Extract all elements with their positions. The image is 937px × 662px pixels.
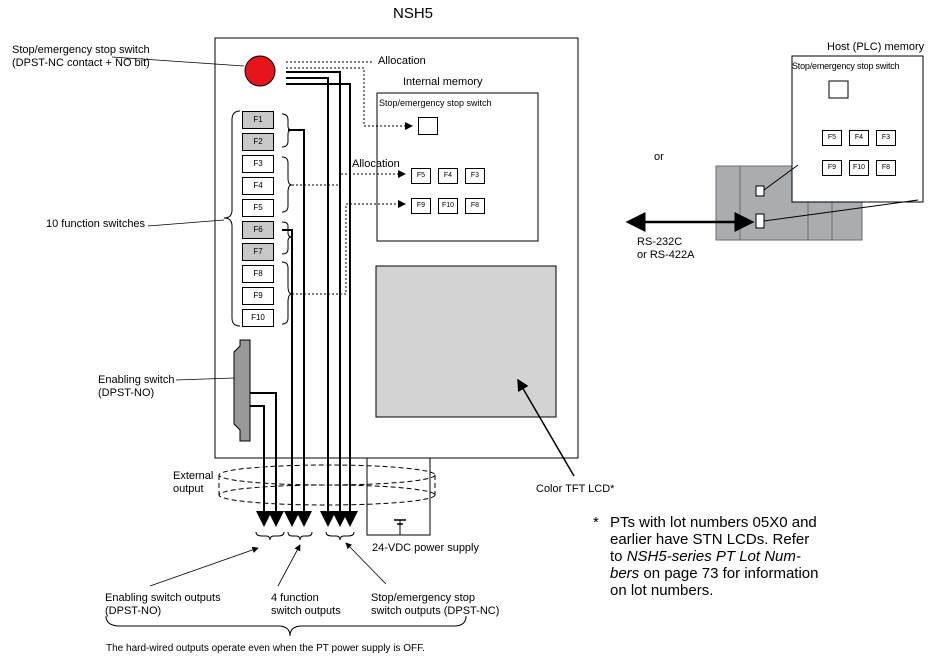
lcd-screen <box>375 265 557 418</box>
footer-note: The hard-wired outputs operate even when… <box>106 643 425 654</box>
enabling-switch-label-1: Enabling switch <box>98 374 175 386</box>
internal-memory-box <box>376 92 539 242</box>
internal-memory-title: Internal memory <box>403 76 483 88</box>
host-key-f5: F5 <box>822 130 842 146</box>
function-switches-label: 10 function switches <box>46 218 146 230</box>
external-output-label-1: External <box>173 470 214 482</box>
internal-key-f5: F5 <box>411 168 431 184</box>
enabling-switch-icon <box>233 339 251 442</box>
internal-key-f9: F9 <box>411 198 431 214</box>
comm-label-2: or RS-422A <box>637 249 695 261</box>
host-key-f4: F4 <box>849 130 869 146</box>
internal-key-f3: F3 <box>465 168 485 184</box>
stop-button-icon <box>244 55 276 87</box>
comm-label-1: RS-232C <box>637 236 683 248</box>
allocation-mid-label: Allocation <box>352 158 400 170</box>
internal-stop-label: Stop/emergency stop switch <box>379 98 492 108</box>
panel-title: NSH5 <box>393 5 434 22</box>
internal-key-f10: F10 <box>438 198 458 214</box>
host-key-f10: F10 <box>849 160 869 176</box>
enabling-outputs-label-2: (DPST-NO) <box>105 605 162 617</box>
function-switch-bracket <box>223 110 241 327</box>
host-key-f3: F3 <box>876 130 896 146</box>
function-key-f5[interactable]: F5 <box>242 199 274 217</box>
internal-key-f8: F8 <box>465 198 485 214</box>
or-label: or <box>654 151 664 163</box>
lcd-label: Color TFT LCD* <box>536 483 615 495</box>
footnote: PTs with lot numbers 05X0 and earlier ha… <box>610 514 819 599</box>
function-key-f3[interactable]: F3 <box>242 155 274 173</box>
enabling-outputs-label-1: Enabling switch outputs <box>105 592 221 604</box>
stop-switch-label-2: (DPST-NC contact + NO bit) <box>12 57 150 69</box>
host-title: Host (PLC) memory <box>827 41 925 53</box>
stop-switch-label-1: Stop/emergency stop switch <box>12 44 150 56</box>
internal-key-f4: F4 <box>438 168 458 184</box>
function-outputs-label-1: 4 function <box>271 592 319 604</box>
allocation-top-label: Allocation <box>378 55 426 67</box>
power-supply-label: 24-VDC power supply <box>372 542 479 554</box>
function-outputs-label-2: switch outputs <box>271 605 341 617</box>
function-key-f8[interactable]: F8 <box>242 265 274 283</box>
function-key-f4[interactable]: F4 <box>242 177 274 195</box>
function-key-f7[interactable]: F7 <box>242 243 274 261</box>
host-key-f9: F9 <box>822 160 842 176</box>
external-output-label-2: output <box>173 483 204 495</box>
internal-stop-indicator <box>418 117 438 135</box>
stop-outputs-label-1: Stop/emergency stop <box>371 592 475 604</box>
stop-outputs-label-2: switch outputs (DPST-NC) <box>371 605 500 617</box>
enabling-switch-label-2: (DPST-NO) <box>98 387 155 399</box>
host-stop-label: Stop/emergency stop switch <box>792 61 900 71</box>
function-key-f1[interactable]: F1 <box>242 111 274 129</box>
host-memory-card <box>791 55 924 203</box>
function-key-f2[interactable]: F2 <box>242 133 274 151</box>
function-key-f9[interactable]: F9 <box>242 287 274 305</box>
function-key-f6[interactable]: F6 <box>242 221 274 239</box>
note-asterisk: * <box>593 514 599 531</box>
function-key-f10[interactable]: F10 <box>242 309 274 327</box>
host-key-f8: F8 <box>876 160 896 176</box>
